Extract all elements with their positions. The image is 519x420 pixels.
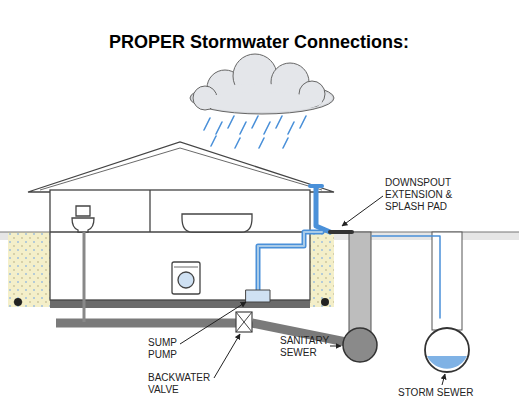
callout-label: STORM SEWER [398, 387, 498, 399]
callout-label: BACKWATER VALVE [148, 372, 214, 396]
sanitary-manhole [343, 232, 377, 362]
callout-label: SANITARY SEWER [280, 335, 330, 359]
rain [204, 116, 306, 148]
rain-cloud [190, 54, 334, 114]
callout-label: DOWNSPOUT EXTENSION & SPLASH PAD [385, 177, 465, 213]
leader-lines [180, 196, 445, 385]
callout-label: SUMP PUMP [148, 337, 182, 361]
house [28, 142, 334, 300]
diagram-title: PROPER Stormwater Connections: [109, 32, 409, 53]
storm-manhole [326, 226, 478, 372]
